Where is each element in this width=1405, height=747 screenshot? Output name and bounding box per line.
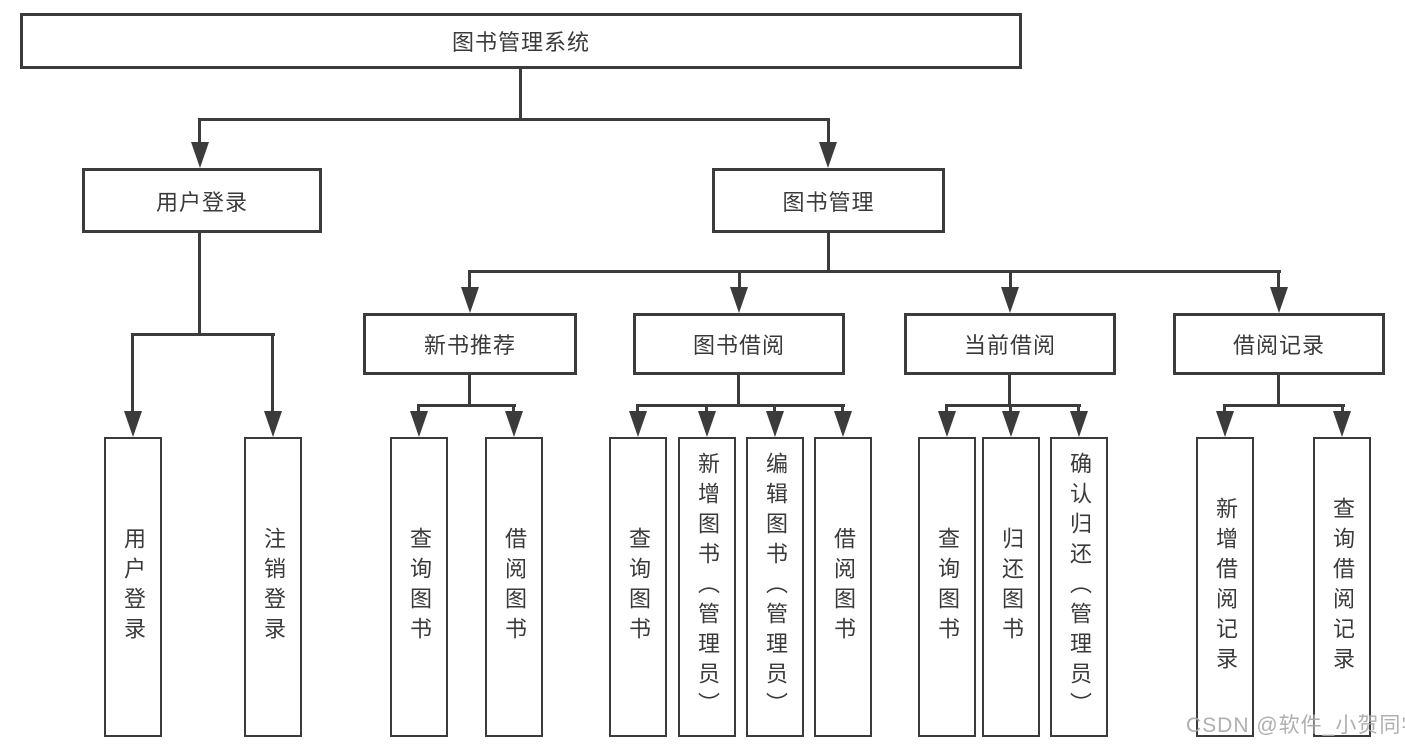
arrowhead	[766, 411, 784, 437]
arrowhead	[1333, 411, 1351, 437]
leaf-query-books-3: 查询图书	[918, 437, 976, 737]
connector	[773, 404, 776, 417]
connector	[1277, 375, 1280, 407]
connector	[636, 404, 639, 417]
arrowhead	[938, 411, 956, 437]
leaf-label: 新增借阅记录	[1213, 497, 1238, 677]
connector	[1009, 270, 1012, 292]
node-borrow-records: 借阅记录	[1173, 313, 1385, 375]
arrowhead	[730, 287, 748, 313]
connector	[1223, 404, 1226, 417]
leaf-label: 用户登录	[121, 527, 146, 647]
node-book-management: 图书管理	[712, 168, 945, 233]
arrowhead	[1001, 287, 1019, 313]
leaf-label: 借阅图书	[502, 527, 527, 647]
leaf-query-books-2: 查询图书	[609, 437, 667, 737]
connector	[417, 404, 516, 407]
connector	[468, 270, 471, 292]
leaf-label: 编辑图书（管理员）	[763, 452, 788, 722]
arrowhead	[461, 287, 479, 313]
leaf-label: 借阅图书	[831, 527, 856, 647]
leaf-label: 注销登录	[261, 527, 286, 647]
leaf-label: 确认归还（管理员）	[1067, 452, 1092, 722]
leaf-borrow-books-1: 借阅图书	[485, 437, 543, 737]
leaf-label: 新增图书（管理员）	[695, 452, 720, 722]
arrowhead	[191, 142, 209, 168]
leaf-user-login: 用户登录	[104, 437, 162, 737]
connector	[271, 333, 274, 415]
arrowhead	[410, 411, 428, 437]
arrowhead	[1216, 411, 1234, 437]
connector	[841, 404, 844, 417]
leaf-query-books-1: 查询图书	[390, 437, 448, 737]
connector	[1077, 404, 1080, 417]
connector	[198, 118, 830, 121]
leaf-add-borrow-record: 新增借阅记录	[1196, 437, 1254, 737]
connector	[468, 375, 471, 407]
connector	[705, 404, 708, 417]
node-user-login: 用户登录	[82, 168, 322, 233]
leaf-label: 查询图书	[935, 527, 960, 647]
node-label: 新书推荐	[423, 333, 516, 358]
node-label: 当前借阅	[963, 333, 1056, 358]
arrowhead	[819, 142, 837, 168]
connector	[738, 270, 741, 292]
arrowhead	[629, 411, 647, 437]
connector	[1008, 375, 1011, 407]
leaf-query-borrow-record: 查询借阅记录	[1313, 437, 1371, 737]
leaf-borrow-books-2: 借阅图书	[814, 437, 872, 737]
connector	[131, 333, 134, 415]
leaf-logout: 注销登录	[244, 437, 302, 737]
connector	[827, 233, 830, 273]
arrowhead	[1002, 411, 1020, 437]
connector	[198, 233, 201, 336]
arrowhead	[1070, 411, 1088, 437]
connector	[417, 404, 420, 417]
connector	[636, 404, 845, 407]
connector	[131, 333, 275, 336]
connector	[512, 404, 515, 417]
arrowhead	[124, 411, 142, 437]
node-new-book-recommend: 新书推荐	[363, 313, 577, 375]
arrowhead	[505, 411, 523, 437]
connector	[468, 270, 1281, 273]
node-label: 图书管理	[782, 189, 875, 215]
node-label: 图书借阅	[692, 333, 785, 358]
arrowhead	[834, 411, 852, 437]
connector	[737, 375, 740, 407]
connector	[945, 404, 948, 417]
node-label: 借阅记录	[1232, 333, 1325, 358]
leaf-label: 查询图书	[407, 527, 432, 647]
leaf-label: 查询图书	[626, 527, 651, 647]
leaf-label: 查询借阅记录	[1330, 497, 1355, 677]
connector	[1277, 270, 1280, 292]
arrowhead	[698, 411, 716, 437]
connector	[1009, 404, 1012, 417]
node-current-borrowing: 当前借阅	[904, 313, 1116, 375]
leaf-edit-books-admin: 编辑图书（管理员）	[746, 437, 804, 737]
leaf-add-books-admin: 新增图书（管理员）	[678, 437, 736, 737]
node-label: 图书管理系统	[451, 30, 590, 55]
connector	[1223, 404, 1345, 407]
connector	[945, 404, 1081, 407]
connector	[198, 118, 201, 146]
arrowhead	[264, 411, 282, 437]
leaf-return-books: 归还图书	[982, 437, 1040, 737]
arrowhead	[1270, 287, 1288, 313]
leaf-confirm-return-admin: 确认归还（管理员）	[1050, 437, 1108, 737]
node-library-management-system: 图书管理系统	[20, 13, 1022, 69]
connector	[1341, 404, 1344, 417]
leaf-label: 归还图书	[999, 527, 1024, 647]
watermark: CSDN @软件_小贺同学	[1186, 714, 1405, 737]
connector	[827, 118, 830, 146]
node-book-borrowing: 图书借阅	[633, 313, 845, 375]
connector	[519, 68, 522, 118]
node-label: 用户登录	[155, 189, 248, 215]
